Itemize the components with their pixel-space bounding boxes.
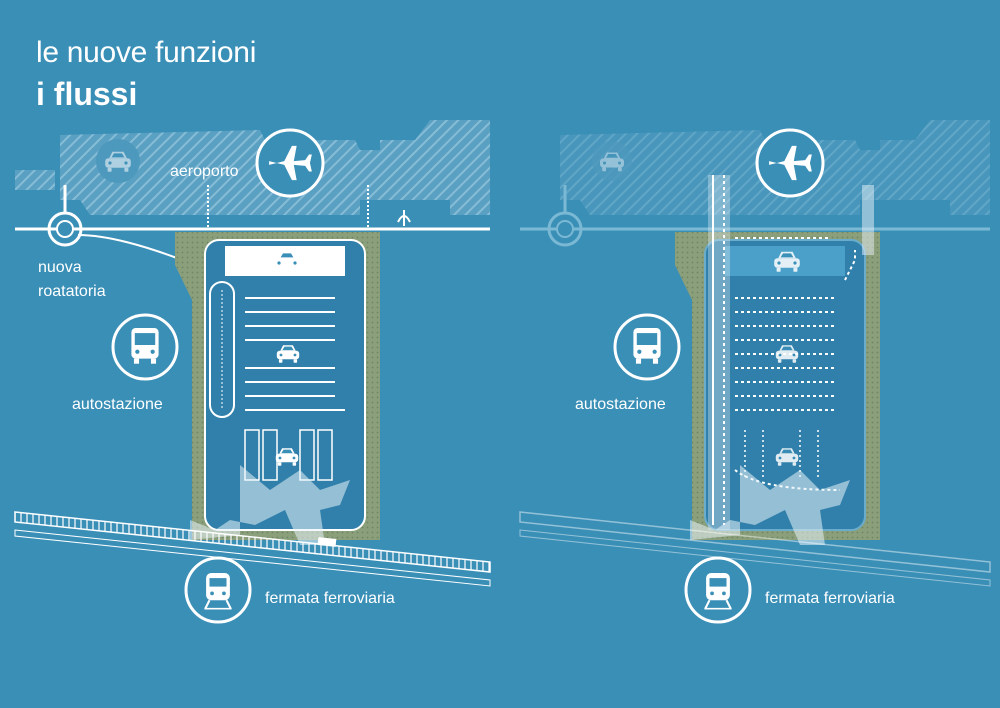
- bus-station-label-right: autostazione: [575, 396, 666, 413]
- train-stop-label: fermata ferroviaria: [265, 590, 395, 607]
- parking-rows: [245, 297, 345, 411]
- page-title: le nuove funzioni: [36, 36, 257, 69]
- pedestrian-spine: [708, 175, 730, 530]
- pedestrian-area-right: [690, 465, 850, 545]
- bus-station-label: autostazione: [72, 396, 163, 413]
- bus-icon: [131, 328, 159, 364]
- airport-label: aeroporto: [170, 163, 239, 180]
- bus-icon: [633, 328, 661, 364]
- right-diagram: autostazione fermata ferroviaria: [519, 120, 991, 624]
- railway-right: [519, 511, 991, 587]
- roundabout-label-2: roatatoria: [38, 283, 106, 300]
- roundabout-label-1: nuova: [38, 259, 82, 276]
- bus-loop: [209, 281, 235, 418]
- page-subtitle: i flussi: [36, 76, 138, 112]
- left-diagram: aeroporto nuova roatatoria autostazione …: [14, 120, 491, 624]
- train-stop-label-right: fermata ferroviaria: [765, 590, 895, 607]
- parking-hatch: [15, 170, 55, 190]
- pedestrian-area: [190, 465, 350, 545]
